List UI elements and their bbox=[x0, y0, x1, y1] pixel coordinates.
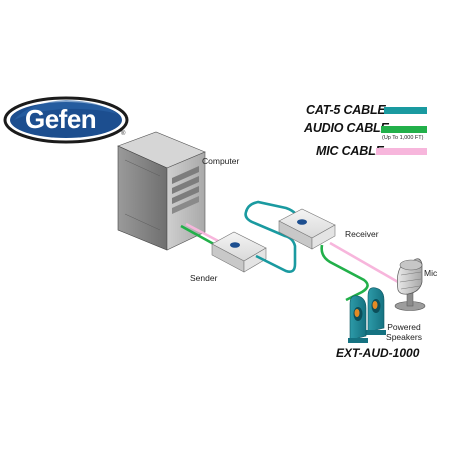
speakers-label: Powered Speakers bbox=[386, 322, 422, 342]
logo-text: Gefen bbox=[25, 104, 97, 134]
legend-mic-label: MIC CABLE bbox=[316, 144, 384, 158]
legend-cat5-swatch bbox=[384, 107, 427, 114]
model-number: EXT-AUD-1000 bbox=[336, 346, 420, 360]
computer-tower-icon bbox=[117, 131, 206, 251]
computer-label: Computer bbox=[202, 156, 240, 166]
speakers-label-text: Powered Speakers bbox=[386, 322, 422, 342]
sender-box-icon bbox=[211, 231, 267, 273]
receiver-box-icon bbox=[278, 208, 336, 250]
microphone-icon bbox=[394, 258, 426, 311]
legend-audio-note: (Up To 1,000 FT) bbox=[382, 135, 424, 141]
speakers-icon bbox=[348, 287, 386, 343]
registered-mark: ® bbox=[121, 131, 126, 137]
sender-label: Sender bbox=[190, 273, 218, 283]
mic-cable-out bbox=[329, 241, 399, 284]
audio-cable-out bbox=[320, 244, 369, 302]
mic-label: Mic bbox=[424, 268, 438, 278]
legend-audio-label: AUDIO CABLE bbox=[304, 121, 389, 135]
legend-audio-swatch bbox=[381, 126, 427, 133]
gefen-logo bbox=[3, 96, 129, 144]
legend-cat5-label: CAT-5 CABLE bbox=[306, 103, 386, 117]
legend-mic-swatch bbox=[376, 148, 427, 155]
cat5-cable bbox=[244, 200, 297, 273]
receiver-label: Receiver bbox=[345, 229, 379, 239]
